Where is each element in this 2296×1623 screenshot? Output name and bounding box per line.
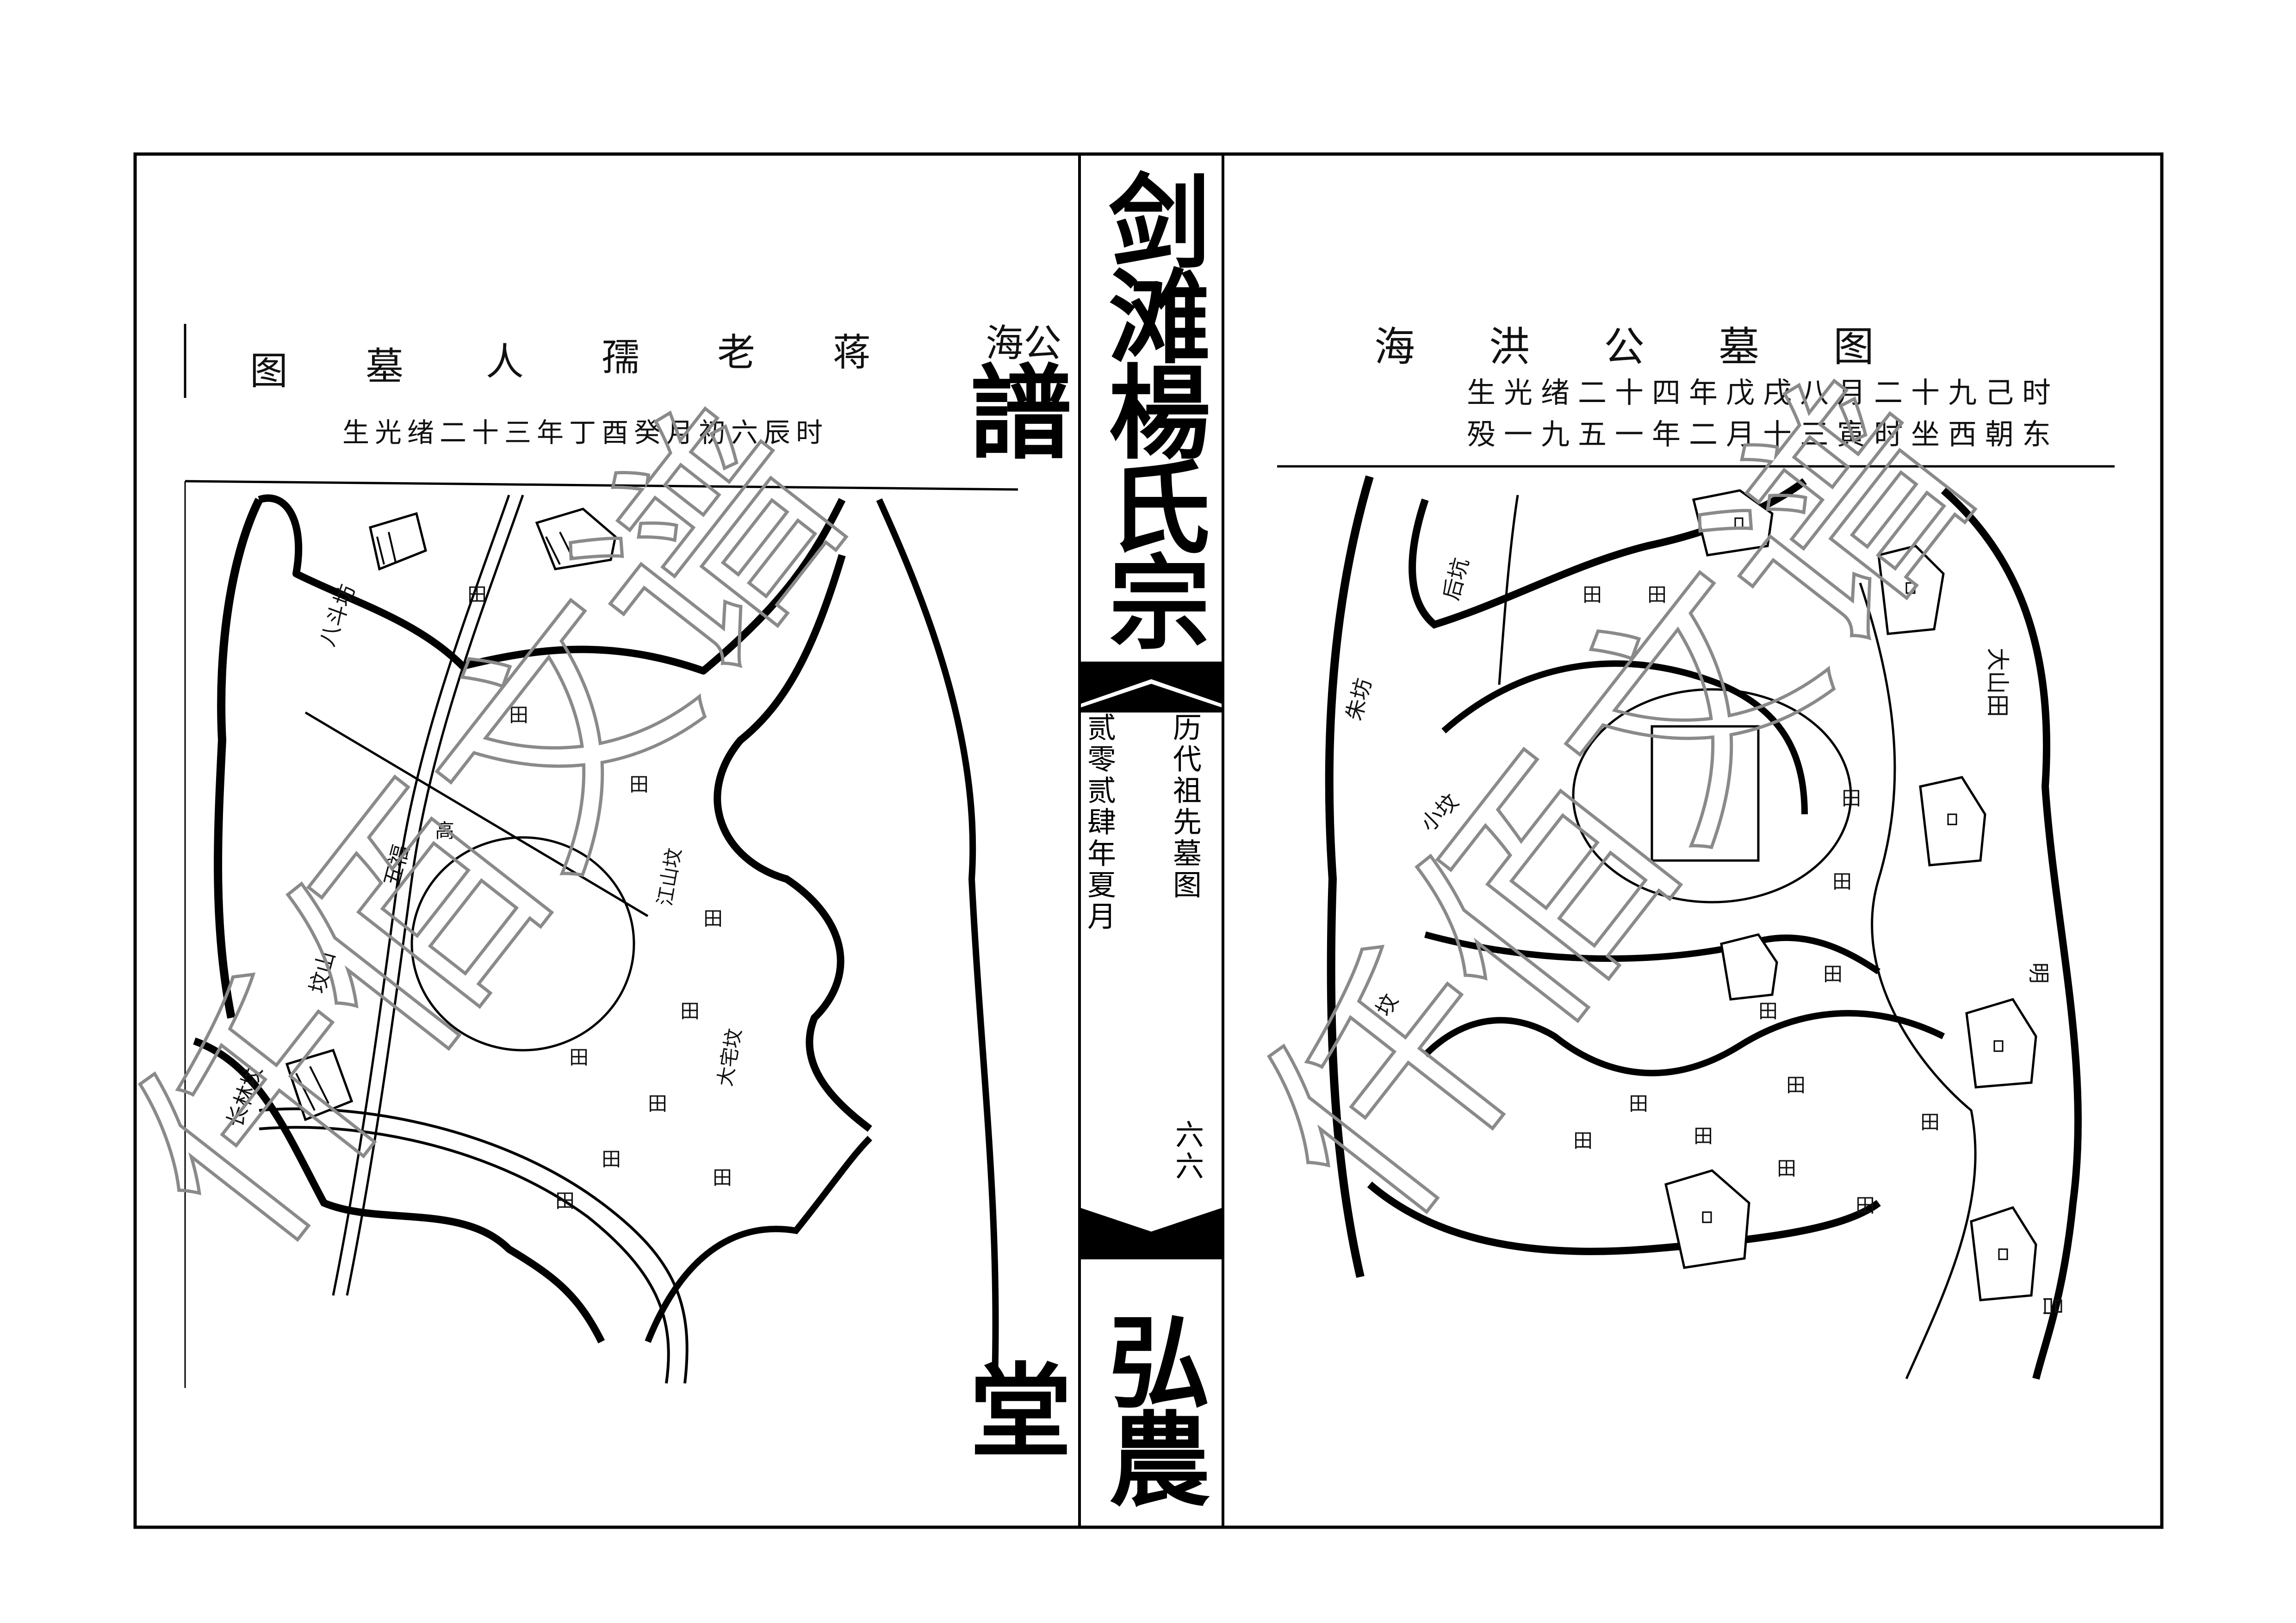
left-map-top-edge bbox=[185, 480, 1018, 491]
spine-top-fishtail bbox=[1080, 684, 1223, 712]
book-title: 剑滩楊氏宗譜 bbox=[953, 169, 1211, 645]
right-field-mark: 田 bbox=[1777, 1157, 1796, 1180]
left-label-4: 高 bbox=[435, 819, 454, 842]
left-ridge-south bbox=[193, 1037, 605, 1344]
spine-bottom-band bbox=[1080, 1208, 1223, 1259]
left-ridge-east bbox=[714, 554, 872, 1132]
left-title-col3: 老 bbox=[717, 331, 755, 375]
right-field-mark: 田 bbox=[1823, 963, 1843, 985]
left-ridge-southeast bbox=[645, 1136, 872, 1343]
right-field-mark: 田 bbox=[1647, 583, 1667, 606]
spine-top-band bbox=[1080, 662, 1223, 704]
page-number: 六六 bbox=[1170, 1120, 1204, 1183]
right-path bbox=[1498, 495, 1519, 685]
right-ridge-south bbox=[1367, 1181, 1881, 1255]
left-label-6: 大宅坟 bbox=[714, 1027, 746, 1088]
right-map: 海洪公墓图 生光绪二十四年戊戌八月二十九己时 殁一九五一年二月十三寅时坐西朝东 … bbox=[1277, 323, 2115, 1380]
right-field-mark: 田 bbox=[1573, 1129, 1593, 1152]
right-field-mark: 田 bbox=[1582, 583, 1602, 606]
watermark-left: 仟佰文谱 bbox=[81, 361, 898, 1295]
right-label-5: 明 bbox=[2026, 962, 2051, 984]
left-field-mark: 田 bbox=[555, 1189, 575, 1212]
right-house-5 bbox=[1664, 1169, 1750, 1269]
left-title-col4: 孺 bbox=[602, 335, 639, 379]
left-road-a bbox=[332, 495, 510, 1296]
right-ridge-middle bbox=[1424, 931, 1880, 974]
left-stream-b bbox=[259, 1126, 670, 1384]
right-ridge-lower bbox=[1423, 1010, 1945, 1077]
watermark-text: 仟佰文谱 bbox=[83, 363, 896, 1294]
right-field-mark: 田 bbox=[1629, 1092, 1648, 1115]
right-boundary-line bbox=[1859, 582, 1977, 1380]
right-grave-mound bbox=[1572, 688, 1852, 904]
left-label-0: 八斗坊 bbox=[315, 581, 360, 650]
right-ridge-inner bbox=[1441, 660, 1808, 815]
right-map-caption-line2: 殁一九五一年二月十三寅时坐西朝东 bbox=[1467, 417, 2059, 451]
left-field-mark: 田 bbox=[713, 1166, 732, 1189]
right-field-mark: 田 bbox=[1694, 1125, 1713, 1147]
left-field-marks: 田 田 田 田 田 田 田 田 田 田 bbox=[467, 583, 732, 1212]
right-field-marks: 田 田 田 田 田 田 田 田 田 田 田 田 田 bbox=[1573, 583, 1940, 1217]
left-ridge-upper bbox=[258, 494, 846, 675]
outer-border bbox=[133, 152, 2164, 1529]
left-title-col7: 图 bbox=[250, 349, 288, 393]
left-title-col2: 蒋 bbox=[833, 331, 871, 375]
right-house-6 bbox=[1970, 1206, 2037, 1301]
left-house-3 bbox=[285, 1048, 354, 1121]
left-field-mark: 田 bbox=[648, 1092, 667, 1115]
left-road-b bbox=[346, 495, 524, 1296]
right-map-title: 海洪公墓图 bbox=[1374, 323, 1948, 371]
left-label-5: 江山坟 bbox=[653, 846, 686, 908]
watermark-right: 仟佰文谱 bbox=[1210, 333, 2027, 1267]
left-house-1 bbox=[369, 512, 427, 571]
left-map-title: 海公 蒋 老 孺 人 墓 图 bbox=[250, 322, 1061, 393]
right-ridge-west bbox=[1325, 475, 1374, 1278]
right-field-mark: 田 bbox=[1920, 1111, 1940, 1134]
section-title: 历代祖先墓图 bbox=[1168, 712, 1202, 901]
right-ridge-east bbox=[1941, 487, 2082, 1380]
left-ridge-west bbox=[214, 497, 263, 1019]
left-field-mark: 田 bbox=[467, 583, 487, 606]
left-map: 海公 蒋 老 孺 人 墓 图 生光绪二十三年丁酉癸月初六辰时 田 田 田 田 田… bbox=[184, 322, 1061, 1388]
right-house-2 bbox=[1877, 545, 1945, 635]
right-field-mark: 田 bbox=[1758, 1000, 1778, 1022]
left-field-mark: 田 bbox=[509, 704, 528, 726]
right-label-2: 朱坊 bbox=[1341, 675, 1376, 723]
right-label-1: 后坑 bbox=[1438, 555, 1473, 603]
left-field-mark: 田 bbox=[629, 773, 649, 796]
left-stream-a bbox=[259, 1107, 689, 1384]
right-map-caption-line1: 生光绪二十四年戊戌八月二十九己时 bbox=[1467, 376, 2059, 409]
right-label-0: 大山田 bbox=[1984, 648, 2011, 717]
watermark-text: 仟佰文谱 bbox=[1212, 335, 2025, 1266]
left-map-caption: 生光绪二十三年丁酉癸月初六辰时 bbox=[342, 417, 828, 448]
left-title-col6: 墓 bbox=[366, 345, 403, 389]
left-field-mark: 田 bbox=[602, 1148, 621, 1171]
left-title-col5: 人 bbox=[486, 340, 524, 384]
right-house-1 bbox=[1692, 489, 1774, 557]
left-boundary-line bbox=[304, 711, 649, 917]
right-field-mark: 田 bbox=[1842, 787, 1861, 810]
left-field-mark: 田 bbox=[680, 1000, 700, 1022]
left-ridge-outer bbox=[876, 498, 999, 1379]
right-field-mark: 田 bbox=[1855, 1194, 1875, 1217]
left-title-col1: 海公 bbox=[986, 322, 1061, 365]
right-grave-tablet bbox=[1651, 725, 1760, 862]
left-house-2 bbox=[535, 508, 617, 570]
left-grave-mound bbox=[410, 836, 635, 1052]
hall-name: 弘農堂 bbox=[953, 1309, 1211, 1504]
right-house-4 bbox=[1965, 998, 2037, 1089]
left-field-mark: 田 bbox=[703, 907, 723, 930]
right-house-7 bbox=[1720, 933, 1778, 1001]
right-field-mark: 田 bbox=[1832, 870, 1852, 893]
right-label-6: 吕 bbox=[2040, 1295, 2065, 1317]
edition-date: 贰零贰肆年夏月 bbox=[1082, 712, 1116, 933]
right-house-3 bbox=[1919, 776, 1986, 867]
right-field-mark: 田 bbox=[1786, 1074, 1806, 1096]
left-field-mark: 田 bbox=[569, 1046, 589, 1069]
